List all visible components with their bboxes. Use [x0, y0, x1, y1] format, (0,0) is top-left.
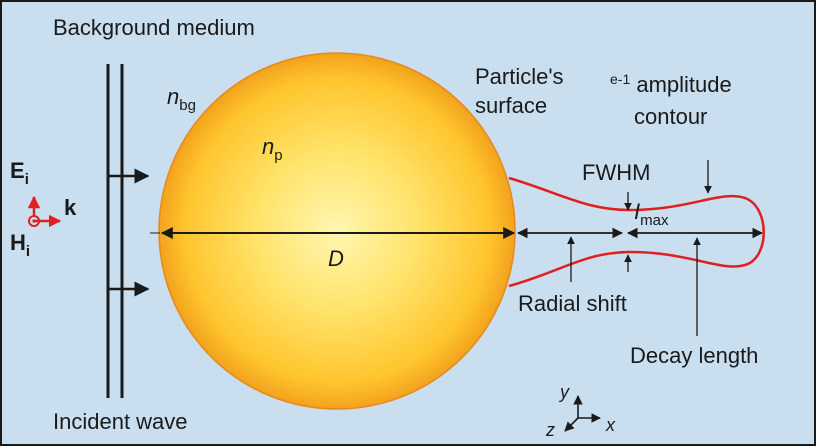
axis-y-label: y [560, 382, 569, 402]
particle-sphere [158, 52, 516, 410]
amplitude-contour-label: e-1 amplitude contour [610, 70, 732, 131]
h-field-label: Hi [10, 230, 31, 260]
diameter-label: D [328, 246, 344, 271]
n-p-label: np [262, 134, 283, 164]
k-vector-label: k [64, 195, 77, 220]
fwhm-label: FWHM [582, 160, 651, 185]
h-field-symbol-dot [32, 219, 36, 223]
i-max-label: Imax [634, 199, 669, 229]
axis-z-arrow [564, 417, 579, 432]
incident-wave-label: Incident wave [53, 409, 188, 434]
decay-length-label: Decay length [630, 343, 759, 368]
axis-x-label: x [606, 415, 615, 435]
amplitude-contour-line1: e-1 amplitude [610, 71, 732, 97]
particle-surface-line2: surface [475, 93, 548, 118]
particle-surface-line1: Particle's [475, 64, 564, 89]
particle-surface-label: Particle's surface [475, 62, 564, 120]
axis-z-label: z [546, 420, 555, 440]
e-field-label: Ei [10, 158, 29, 188]
jet-amplitude-contour [508, 176, 765, 288]
background-medium-label: Background medium [53, 15, 255, 40]
h-field-symbol-ring [28, 215, 40, 227]
n-bg-label: nbg [167, 84, 196, 114]
amplitude-contour-line2: contour [634, 104, 708, 129]
radial-shift-label: Radial shift [518, 291, 627, 316]
